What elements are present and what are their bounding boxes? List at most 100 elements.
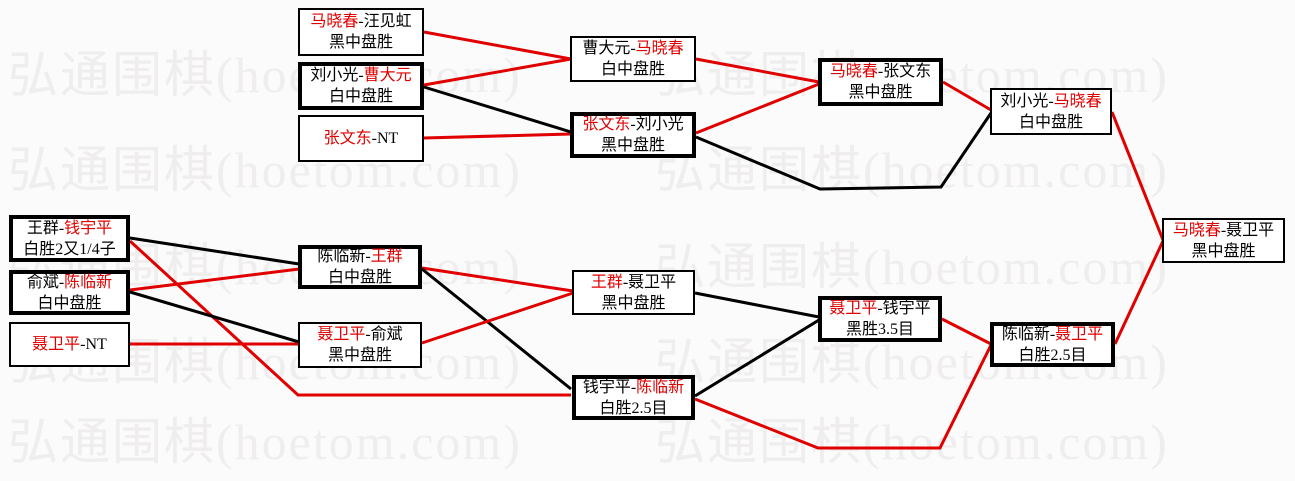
- red-connector-line: [941, 317, 992, 346]
- player1-name: 王群: [590, 273, 623, 291]
- players-separator: -: [1220, 221, 1227, 239]
- match-players: 俞斌-陈临新: [27, 272, 112, 293]
- players-separator: -: [365, 326, 371, 343]
- match-result: 白中盘胜: [37, 294, 102, 312]
- players-separator: -: [1049, 325, 1056, 343]
- match-box-r1-nie-nt: 聂卫平-NT: [9, 322, 130, 367]
- black-connector-line: [695, 112, 993, 191]
- black-connector-line: [421, 267, 572, 391]
- match-box-r2-zhang-liu: 张文东-刘小光黑中盘胜: [570, 112, 696, 158]
- watermark-text: 弘通围棋(hoetom.com): [8, 414, 522, 470]
- match-result: 白中盘胜: [1018, 113, 1083, 131]
- match-box-r3-qian-chen: 钱宇平-陈临新白胜2.5目: [572, 375, 695, 420]
- match-box-r2-chen-wang: 陈临新-王群白中盘胜: [298, 245, 422, 289]
- players-separator: -: [1048, 92, 1054, 110]
- match-result: 黑中盘胜: [327, 347, 392, 364]
- match-result: 白中盘胜: [327, 269, 392, 286]
- match-result: 黑胜3.5目: [845, 321, 914, 338]
- player1-name: 马晓春: [1172, 221, 1221, 239]
- player1-name: 曹大元: [582, 40, 631, 57]
- players-separator: -: [630, 40, 636, 57]
- players-separator: -: [630, 378, 637, 396]
- watermark-text: 弘通围棋(hoetom.com): [655, 414, 1169, 470]
- player1-name: 聂卫平: [32, 336, 81, 353]
- match-result: 黑中盘胜: [600, 137, 665, 154]
- player2-name: 汪见虹: [363, 13, 412, 30]
- match-box-r4-nie-qian: 聂卫平-钱宇平黑胜3.5目: [818, 296, 942, 342]
- player1-name: 王群: [26, 219, 59, 237]
- player1-name: 俞斌: [26, 273, 59, 291]
- player2-name: 聂卫平: [628, 273, 677, 291]
- match-box-r1-wang-qian: 王群-钱宇平白胜2又1/4子: [9, 215, 130, 262]
- players-separator: -: [877, 63, 884, 80]
- match-result: 白中盘胜: [600, 61, 665, 78]
- player2-name: 聂卫平: [1226, 221, 1275, 239]
- player2-name: 钱宇平: [64, 219, 113, 237]
- match-result: 白胜2又1/4子: [23, 240, 116, 258]
- players-separator: -: [358, 13, 364, 30]
- match-players: 张文东-刘小光: [582, 114, 683, 135]
- match-players: 聂卫平-钱宇平: [829, 298, 930, 319]
- match-players: 陈临新-王群: [317, 246, 402, 267]
- match-box-r1-liu-cao: 刘小光-曹大元白中盘胜: [298, 62, 424, 110]
- watermark-text: 弘通围棋(hoetom.com): [8, 142, 522, 198]
- match-players: 马晓春-聂卫平: [1173, 220, 1274, 241]
- black-connector-line: [423, 85, 572, 134]
- match-players: 曹大元-马晓春: [582, 38, 683, 59]
- players-separator: -: [80, 336, 86, 353]
- match-result: 白胜2.5目: [1018, 346, 1087, 364]
- red-connector-line: [423, 132, 572, 140]
- match-box-r3-ma-zhang: 马晓春-张文东黑中盘胜: [818, 58, 943, 106]
- match-box-r1-yu-chen: 俞斌-陈临新白中盘胜: [9, 270, 130, 315]
- match-box-final-ma-nie: 马晓春-聂卫平黑中盘胜: [1162, 218, 1285, 263]
- player2-name: 刘小光: [635, 116, 684, 133]
- red-connector-line: [694, 344, 993, 450]
- player2-name: 陈临新: [64, 273, 113, 291]
- match-players: 聂卫平-俞斌: [317, 324, 402, 345]
- player1-name: 钱宇平: [582, 378, 631, 396]
- player1-name: 聂卫平: [317, 326, 366, 343]
- players-separator: -: [371, 130, 377, 147]
- red-connector-line: [942, 80, 992, 112]
- player1-name: 刘小光: [1000, 92, 1049, 110]
- player2-name: NT: [377, 130, 399, 147]
- players-separator: -: [630, 116, 636, 133]
- player1-name: 聂卫平: [829, 300, 878, 317]
- players-separator: -: [58, 273, 65, 291]
- player1-name: 陈临新: [317, 248, 366, 265]
- match-players: 马晓春-汪见虹: [310, 11, 411, 32]
- player2-name: 曹大元: [363, 67, 412, 84]
- player2-name: 钱宇平: [882, 300, 931, 317]
- black-connector-line: [694, 318, 820, 398]
- match-players: 钱宇平-陈临新: [583, 377, 684, 398]
- red-connector-line: [421, 291, 574, 345]
- match-box-r1-zhang-nt: 张文东-NT: [298, 115, 424, 162]
- players-separator: -: [358, 67, 364, 84]
- red-connector-line: [695, 82, 820, 135]
- red-connector-line: [129, 267, 300, 292]
- red-connector-line: [1110, 111, 1165, 241]
- player2-name: 陈临新: [636, 378, 685, 396]
- players-separator: -: [58, 219, 65, 237]
- match-box-r3-wang-nie: 王群-聂卫平黑中盘胜: [572, 270, 695, 315]
- players-separator: -: [622, 273, 629, 291]
- player1-name: 马晓春: [829, 63, 878, 80]
- match-players: 王群-聂卫平: [591, 272, 676, 293]
- match-result: 黑中盘胜: [601, 294, 666, 312]
- players-separator: -: [365, 248, 371, 265]
- black-connector-line: [129, 290, 300, 344]
- player2-name: 马晓春: [1053, 92, 1102, 110]
- red-connector-line: [423, 57, 572, 87]
- watermark-text: 弘通围棋(hoetom.com): [8, 47, 522, 103]
- player2-name: 马晓春: [635, 40, 684, 57]
- match-result: 白中盘胜: [328, 88, 393, 105]
- player2-name: NT: [85, 336, 107, 353]
- player2-name: 张文东: [883, 63, 932, 80]
- player2-name: 俞斌: [370, 326, 403, 343]
- match-result: 黑中盘胜: [328, 34, 393, 51]
- player1-name: 马晓春: [310, 13, 359, 30]
